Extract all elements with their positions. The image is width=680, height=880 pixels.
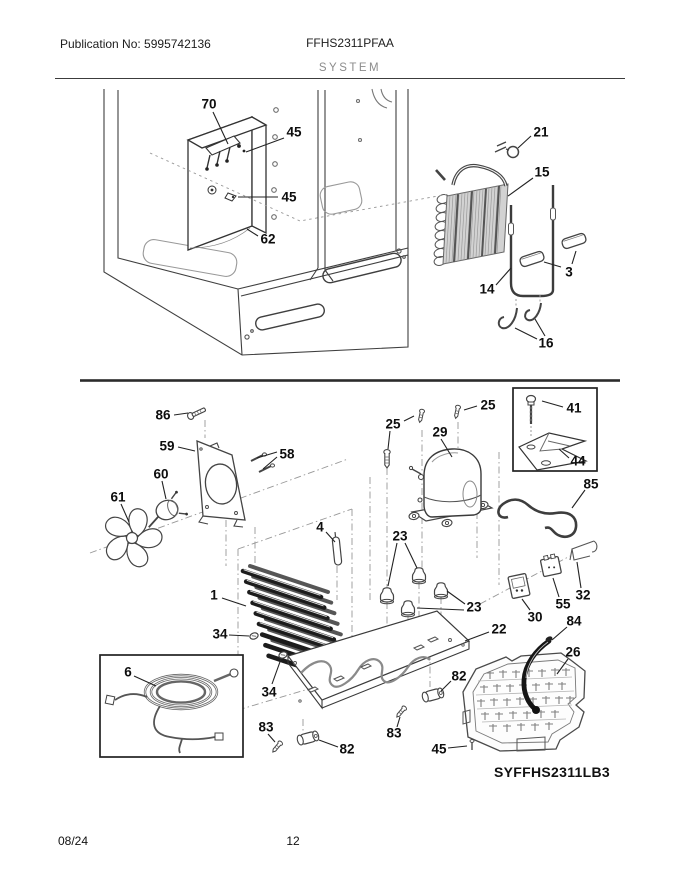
callout-44: 44 [570,453,586,469]
callout-45-c: 45 [431,741,447,757]
callout-86: 86 [155,407,171,423]
fan-assembly-drawing [104,407,275,568]
fan-motor-60 [148,490,188,528]
callout-45-b: 45 [281,189,297,205]
callout-45-a: 45 [286,124,302,140]
compressor-drawing [379,404,494,618]
callout-34-a: 34 [212,626,228,642]
callout-34-b: 34 [261,684,277,700]
callout-23-b: 23 [466,599,482,615]
callout-58: 58 [279,446,295,462]
callout-30: 30 [527,609,543,625]
callout-85: 85 [583,476,599,492]
callout-82-a: 82 [451,668,467,684]
callout-3: 3 [565,264,573,280]
section-title: SYSTEM [318,62,382,74]
rollers-screws-drawing [270,686,475,755]
callout-22: 22 [491,621,507,637]
service-cord-inset-drawing [99,654,244,758]
callout-84: 84 [566,613,582,629]
callout-1: 1 [210,587,218,603]
ice-maker-cover-drawing [186,115,268,251]
fan-bracket-59 [196,440,246,528]
leader-lines [120,111,586,749]
callout-32: 32 [575,587,591,603]
callout-25-a: 25 [385,416,401,432]
drier-4 [331,532,343,566]
heater-plate-drawing [286,610,471,710]
screw-86 [187,407,206,420]
defrost-heater-drawing [497,185,588,330]
footer-date: 08/24 [58,834,89,848]
callout-23-a: 23 [392,528,408,544]
callout-21: 21 [533,124,549,140]
header-rule [55,78,625,79]
drain-pan-drawing [462,636,586,752]
model-number: FFHS2311PFAA [306,36,394,50]
diagram-code: SYFFHS2311LB3 [494,764,610,780]
section-divider [80,379,620,382]
discharge-tube-drawing [497,498,578,539]
fan-blade-61 [104,508,163,568]
evaporator-drawing [433,141,520,266]
callout-55: 55 [555,596,571,612]
callout-14: 14 [479,281,495,297]
callout-16: 16 [538,335,554,351]
callout-59: 59 [159,438,175,454]
callout-4: 4 [316,519,324,535]
callout-25-b: 25 [480,397,496,413]
callout-6: 6 [124,664,132,680]
callout-83-a: 83 [258,719,274,735]
callout-29: 29 [432,424,448,440]
callout-82-b: 82 [339,741,355,757]
callout-70: 70 [201,96,217,112]
footer-page-number: 12 [286,834,300,848]
callout-83-b: 83 [386,725,402,741]
screw-45 [469,739,475,750]
relay-drawing [507,540,598,600]
mounting-inset-drawing [512,387,598,472]
cabinet-drawing [103,88,409,356]
callout-41: 41 [566,400,582,416]
callout-26: 26 [565,644,581,660]
callout-62: 62 [260,231,276,247]
callout-15: 15 [534,164,550,180]
callout-61: 61 [110,489,126,505]
callout-60: 60 [153,466,169,482]
publication-number: Publication No: 5995742136 [60,37,211,51]
